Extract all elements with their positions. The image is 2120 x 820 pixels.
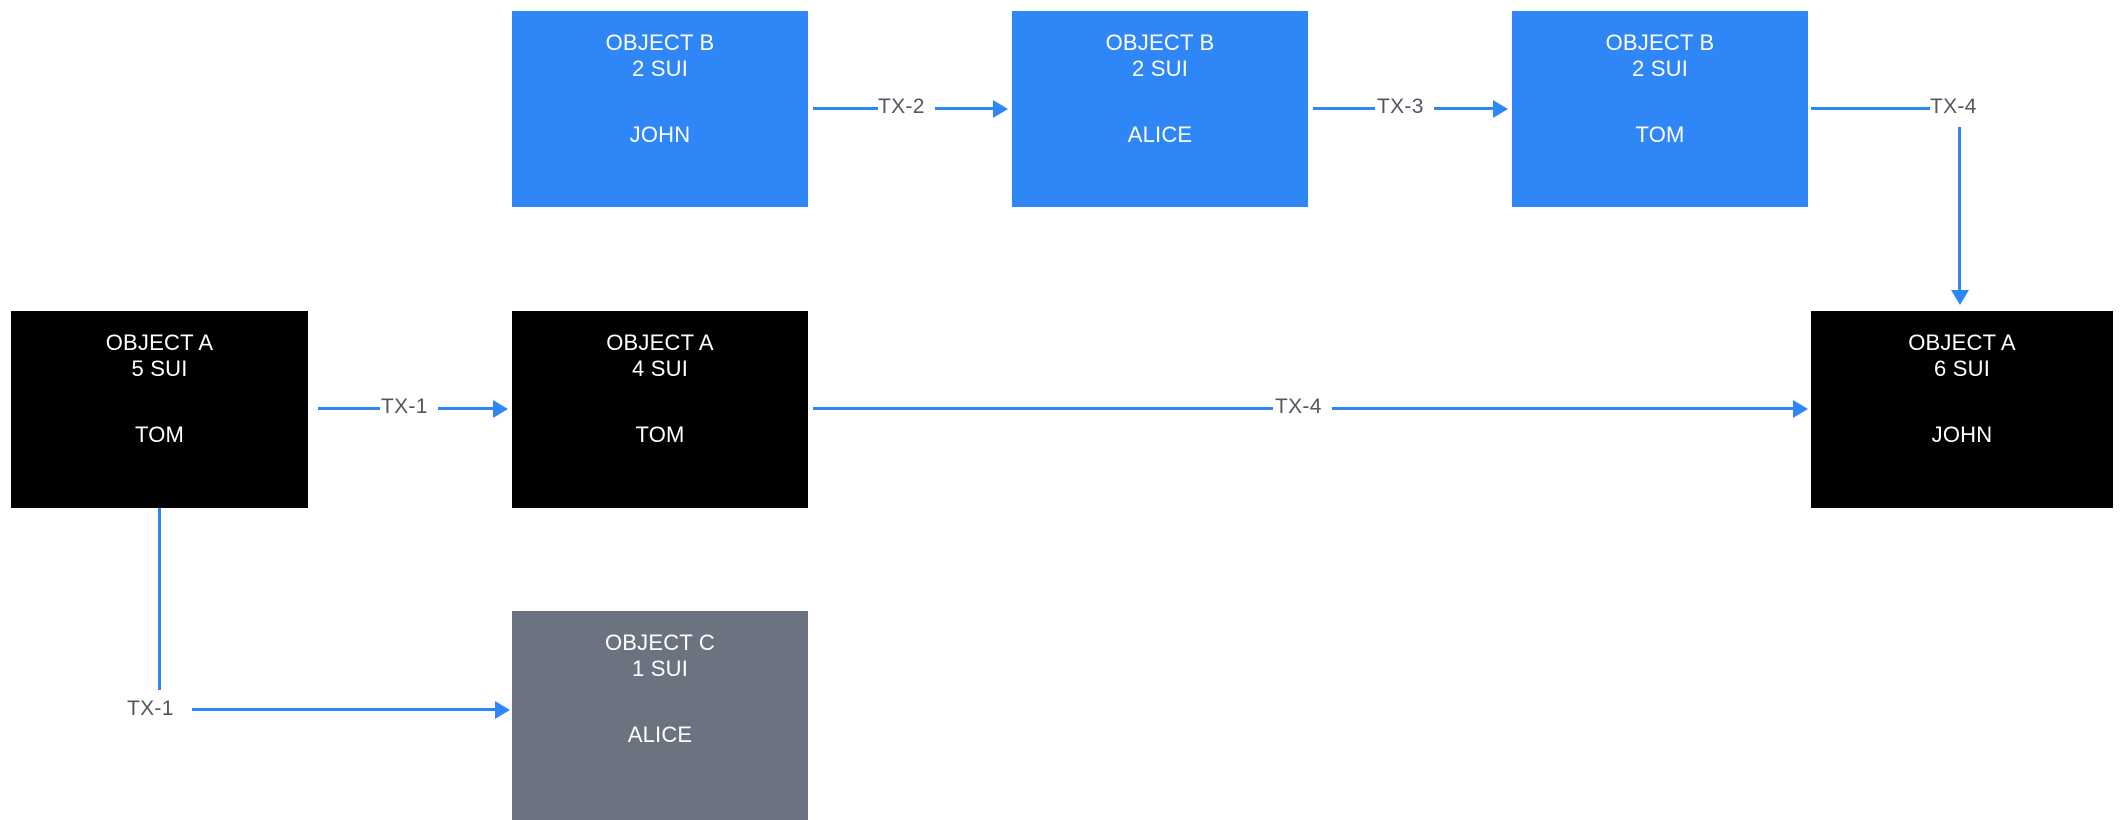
node-object-a-tom-5[interactable]: OBJECT A 5 SUI TOM (11, 311, 308, 508)
node-object-b-tom[interactable]: OBJECT B 2 SUI TOM (1512, 11, 1808, 207)
node-amount-label: 2 SUI (631, 56, 689, 81)
edge-tx4b-arrowhead (1951, 290, 1969, 305)
node-owner-label: JOHN (1931, 422, 1993, 447)
edge-tx1a-line-right (438, 407, 493, 410)
edge-tx4b-line-horizontal (1811, 107, 1930, 110)
edge-tx4a-line-left (813, 407, 1273, 410)
node-amount-label: 2 SUI (1131, 56, 1189, 81)
node-object-b-alice[interactable]: OBJECT B 2 SUI ALICE (1012, 11, 1308, 207)
edge-tx2-label: TX-2 (878, 95, 925, 118)
edge-tx1a-arrowhead (493, 400, 508, 418)
edge-tx4b-line-vertical (1958, 127, 1961, 292)
node-amount-label: 1 SUI (631, 656, 689, 681)
edge-tx1a-line-left (318, 407, 380, 410)
node-owner-label: TOM (1635, 122, 1685, 147)
node-amount-label: 2 SUI (1631, 56, 1689, 81)
edge-tx2-line-left (813, 107, 878, 110)
edge-tx3-line-right (1434, 107, 1493, 110)
edge-tx2-arrowhead (993, 100, 1008, 118)
node-object-label: OBJECT A (105, 330, 214, 355)
node-object-a-tom-4[interactable]: OBJECT A 4 SUI TOM (512, 311, 808, 508)
edge-tx4a-arrowhead (1793, 400, 1808, 418)
edge-tx1c-label: TX-1 (127, 697, 174, 720)
node-object-b-john[interactable]: OBJECT B 2 SUI JOHN (512, 11, 808, 207)
node-owner-label: ALICE (627, 722, 693, 747)
edge-tx2-line-right (935, 107, 993, 110)
edge-tx3-arrowhead (1493, 100, 1508, 118)
node-owner-label: TOM (635, 422, 685, 447)
node-object-a-john-6[interactable]: OBJECT A 6 SUI JOHN (1811, 311, 2113, 508)
node-object-label: OBJECT B (1105, 30, 1215, 55)
node-object-label: OBJECT B (1605, 30, 1715, 55)
node-owner-label: JOHN (629, 122, 691, 147)
edge-tx1a-label: TX-1 (381, 395, 428, 418)
edge-tx1c-line-vertical (158, 508, 161, 690)
node-amount-label: 6 SUI (1933, 356, 1991, 381)
node-object-label: OBJECT C (605, 630, 715, 655)
node-owner-label: ALICE (1127, 122, 1193, 147)
node-amount-label: 4 SUI (631, 356, 689, 381)
node-amount-label: 5 SUI (131, 356, 188, 381)
node-object-label: OBJECT B (605, 30, 715, 55)
edge-tx3-label: TX-3 (1377, 95, 1424, 118)
edge-tx1c-line-horizontal (192, 708, 495, 711)
edge-tx3-line-left (1313, 107, 1375, 110)
node-owner-label: TOM (134, 422, 185, 447)
node-object-c-alice[interactable]: OBJECT C 1 SUI ALICE (512, 611, 808, 820)
edge-tx4a-line-right (1332, 407, 1793, 410)
edge-tx4b-label: TX-4 (1930, 95, 1977, 118)
edge-tx1c-arrowhead (495, 701, 510, 719)
node-object-label: OBJECT A (606, 330, 714, 355)
edge-tx4a-label: TX-4 (1275, 395, 1322, 418)
node-object-label: OBJECT A (1908, 330, 2016, 355)
